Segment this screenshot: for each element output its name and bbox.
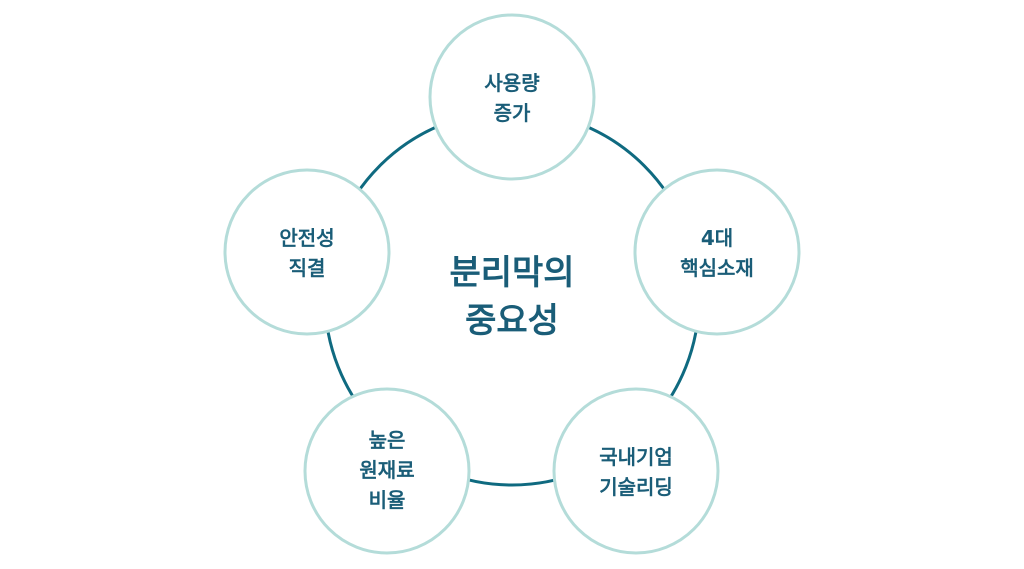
node-label: 안전성 (279, 226, 334, 250)
node-core-materials: 4대 핵심소재 (633, 168, 801, 336)
node-label: 비율 (369, 488, 406, 512)
node-label: 기술리딩 (599, 475, 673, 499)
center-title-line-2: 중요성 (465, 301, 559, 341)
node-label: 4대 (701, 226, 733, 250)
node-label: 높은 (369, 428, 406, 452)
node-label: 증가 (494, 101, 531, 125)
node-raw-material-ratio: 높은 원재료 비율 (303, 387, 471, 555)
node-label: 원재료 (359, 458, 414, 482)
node-usage-increase: 사용량 증가 (428, 13, 596, 181)
node-label: 사용량 (484, 71, 540, 95)
center-title-line-1: 분리막의 (449, 253, 574, 293)
center-title: 분리막의 중요성 (449, 253, 574, 341)
node-label: 국내기업 (599, 445, 673, 469)
node-label: 핵심소재 (680, 256, 754, 280)
node-safety: 안전성 직결 (223, 168, 391, 336)
node-domestic-tech-leading: 국내기업 기술리딩 (552, 387, 720, 555)
node-label: 직결 (289, 256, 326, 280)
